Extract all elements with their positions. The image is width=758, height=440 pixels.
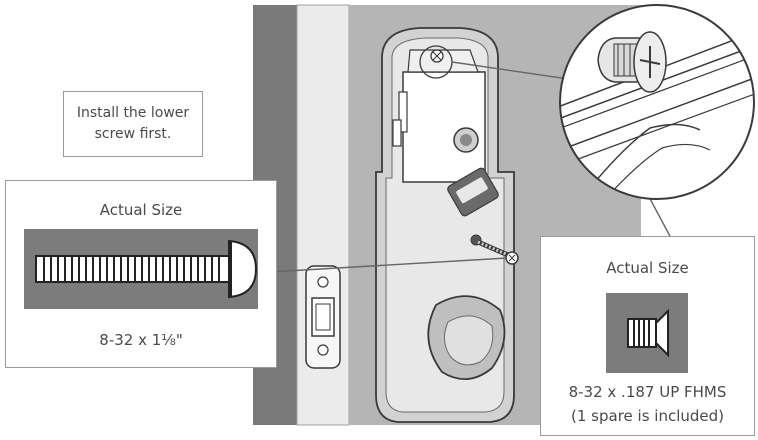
instruction-line-2: screw first. <box>94 126 172 142</box>
flat-head-screw-icon <box>627 308 669 358</box>
flat-screw-swatch <box>606 293 688 373</box>
leader-line-magnifier <box>451 61 576 81</box>
long-screw-size-label: 8-32 x 1⅛" <box>99 331 183 349</box>
lower-screw <box>477 239 519 265</box>
machine-screw-icon <box>35 239 258 299</box>
leader-line-long-screw <box>269 257 508 273</box>
long-screw-callout: Actual Size 8-32 x 1⅛" <box>5 180 277 368</box>
magnifier-detail-icon <box>559 4 755 200</box>
instruction-note: Install the lower screw first. <box>63 91 203 157</box>
flat-screw-callout: Actual Size 8-32 x .187 UP FHMS (1 spare… <box>540 236 755 436</box>
callout-title: Actual Size <box>99 201 183 219</box>
flat-screw-size-label: 8-32 x .187 UP FHMS <box>568 383 727 401</box>
deadbolt-escutcheon <box>375 27 515 423</box>
screw-swatch <box>24 229 258 309</box>
instruction-line-1: Install the lower <box>76 105 190 121</box>
strike-plate <box>305 265 341 369</box>
callout-title: Actual Size <box>606 259 689 277</box>
spare-note: (1 spare is included) <box>571 407 724 425</box>
